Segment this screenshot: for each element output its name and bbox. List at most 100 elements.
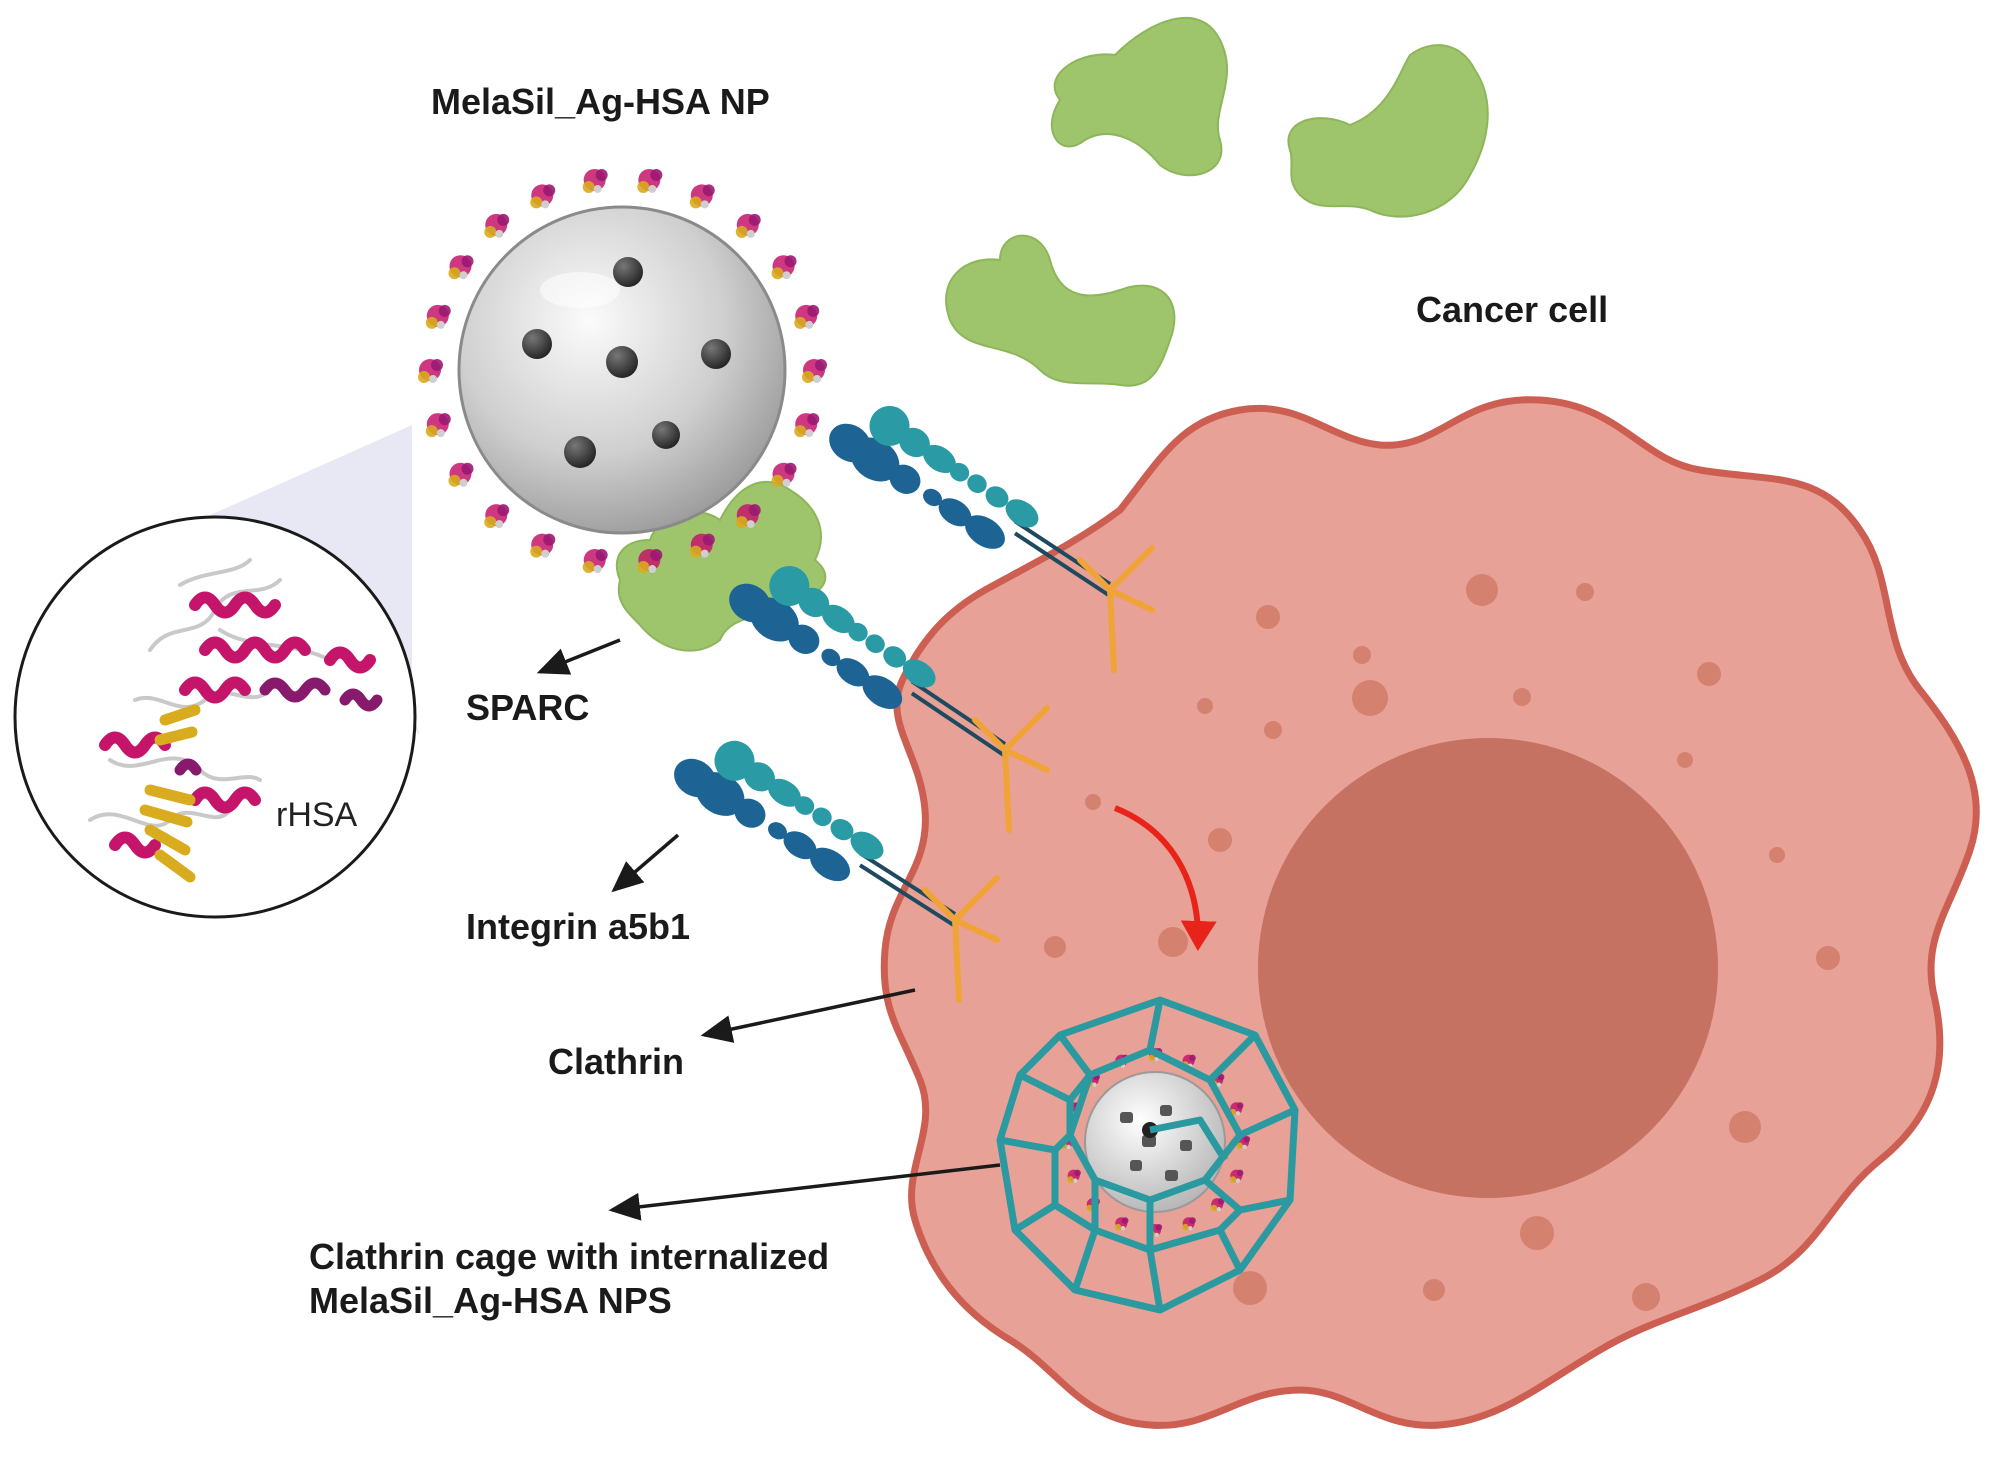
y-receptor	[1077, 545, 1155, 673]
integrin	[674, 740, 1000, 1003]
integrin-beta-domain	[798, 587, 830, 618]
sparc-pointer-arrow	[536, 638, 621, 675]
rhsa-protein-cluster	[530, 533, 556, 558]
clathrin-pointer-arrow	[700, 988, 916, 1043]
integrin-beta-domain	[899, 427, 930, 458]
integrin-beta-domain	[714, 740, 755, 781]
integrin-alpha-domain	[783, 831, 817, 860]
integrin-beta-domain	[744, 762, 775, 792]
integrin-beta-domain	[923, 444, 956, 474]
nucleus	[1258, 738, 1718, 1198]
rhsa-protein-cluster	[1210, 1198, 1225, 1212]
clathrin-cage-label-line2: MelaSil_Ag-HSA NPS	[309, 1279, 672, 1321]
pointer-arrows	[536, 638, 1001, 1221]
rhsa-sheets	[139, 704, 201, 883]
integrin-beta-domain	[865, 634, 885, 654]
rhsa-protein-cluster	[530, 184, 556, 209]
integrin-beta-domain	[821, 604, 855, 634]
integrin-alpha-domain	[821, 648, 841, 667]
rhsa-protein-cluster	[582, 168, 608, 193]
rhsa-protein-cluster	[771, 462, 797, 487]
integrin-beta-domain	[949, 462, 970, 482]
integrin	[729, 565, 1050, 833]
rhsa-inset	[13, 515, 417, 919]
rhsa-protein-cluster	[448, 255, 474, 280]
integrin-beta-domain	[768, 778, 801, 807]
integrin-alpha-domain	[809, 847, 851, 882]
rhsa-protein-cluster	[1114, 1217, 1129, 1231]
integrin-alpha-domain	[836, 658, 870, 687]
rhsa-helices	[99, 591, 376, 859]
sparc-protein	[1287, 44, 1489, 218]
integrin-label: Integrin a5b1	[466, 906, 691, 947]
rhsa-protein-cluster	[689, 184, 715, 209]
integrin-beta-domain	[794, 796, 815, 815]
rhsa-protein-cluster	[794, 304, 820, 329]
clathrin-cage-label-line1: Clathrin cage with internalized	[309, 1236, 830, 1277]
integrin-alpha-domain	[938, 498, 972, 527]
rhsa-protein-cluster	[1067, 1169, 1081, 1183]
integrin-beta-domain	[812, 807, 832, 827]
integrin-alpha-domain	[788, 624, 820, 654]
sparc-protein	[945, 234, 1176, 387]
internalization-arrow	[1113, 805, 1217, 951]
rhsa-protein-cluster	[689, 533, 715, 558]
integrin-alpha-domain	[750, 597, 799, 642]
y-receptor	[972, 705, 1050, 833]
nanoparticle	[418, 168, 827, 574]
integrin-alpha-domain	[889, 464, 921, 494]
rhsa-protein-cluster	[735, 504, 761, 529]
silver-nanoparticle-dots	[522, 257, 731, 468]
cancer-cell-label: Cancer cell	[1416, 289, 1609, 330]
integrin-beta-domain	[883, 646, 907, 668]
integrin-alpha-domain	[734, 798, 766, 828]
rhsa-protein-cluster	[794, 413, 820, 438]
integrin-beta-domain	[850, 831, 884, 860]
integrin-alpha-domain	[850, 437, 900, 482]
nanoparticle-highlight	[540, 272, 620, 308]
rhsa-protein-cluster	[802, 359, 827, 383]
integrin-alpha-domain	[695, 772, 745, 816]
rhsa-protein-cluster	[484, 213, 510, 238]
clathrin-cage-label: Clathrin cage with internalized MelaSil_…	[309, 1235, 829, 1323]
integrin-beta-domain	[869, 405, 910, 446]
rhsa-protein-cluster	[735, 213, 761, 238]
rhsa-protein-cluster	[448, 462, 474, 487]
rhsa-protein-cluster	[582, 549, 608, 574]
integrin-alpha-domain	[923, 488, 942, 507]
integrin-alpha-domain	[768, 822, 787, 840]
rhsa-protein-cluster	[637, 168, 663, 193]
integrin-beta-domain	[848, 622, 868, 642]
rhsa-protein-cluster	[1229, 1102, 1244, 1116]
integrin-beta-domain	[967, 474, 987, 494]
clathrin-outer-ring	[996, 996, 1299, 1314]
integrin-pointer-arrow	[611, 833, 680, 893]
rhsa-protein-cluster	[425, 304, 451, 329]
integrin-alpha-domain	[965, 515, 1005, 549]
integrin-beta-domain	[902, 659, 936, 688]
rhsa-protein-cluster	[418, 359, 443, 383]
rhsa-protein-cluster	[637, 549, 663, 574]
integrin-beta-domain	[1005, 499, 1039, 528]
y-receptor	[922, 875, 1000, 1003]
cage-pointer-arrow	[608, 1163, 1001, 1221]
nanoparticle-label: MelaSil_Ag-HSA NP	[431, 81, 770, 122]
integrin-beta-domain	[985, 486, 1009, 508]
rhsa-protein-cluster	[771, 255, 797, 280]
clathrin-cage	[996, 996, 1299, 1314]
integrin-beta-domain	[830, 818, 854, 841]
rhsa-protein-cluster	[425, 413, 451, 438]
rhsa-protein-cluster	[484, 504, 510, 529]
integrin-receptors	[674, 405, 1155, 1003]
clathrin-struts	[999, 999, 1297, 1311]
rhsa-corona	[418, 168, 827, 574]
rhsa-protein-cluster	[1182, 1217, 1196, 1231]
rhsa-protein-cluster	[1229, 1169, 1244, 1183]
rhsa-label: rHSA	[276, 796, 358, 834]
integrin	[829, 405, 1155, 673]
sparc-label: SPARC	[466, 687, 590, 728]
integrin-alpha-domain	[862, 675, 903, 710]
rhsa-helices-dark	[174, 677, 383, 776]
clathrin-label: Clathrin	[548, 1041, 685, 1082]
